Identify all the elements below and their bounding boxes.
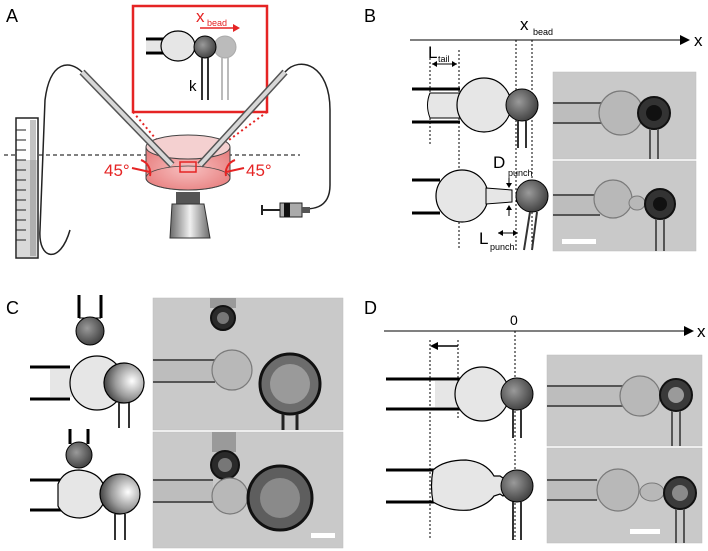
b-top-schematic bbox=[412, 77, 539, 148]
b-bottom-schematic bbox=[412, 169, 549, 251]
panel-b-label: B bbox=[364, 6, 376, 26]
inset-cell bbox=[160, 30, 196, 62]
b-scale-bar bbox=[562, 239, 596, 244]
b-lpunch-label: L bbox=[479, 229, 488, 248]
c-micrograph-top bbox=[152, 297, 344, 431]
panel-c-label: C bbox=[6, 298, 19, 318]
d-top-schematic bbox=[386, 366, 534, 438]
right-tubing bbox=[284, 63, 331, 210]
b-ltail-sub: tail bbox=[438, 54, 450, 64]
inset-k-label: k bbox=[189, 78, 197, 95]
syringe bbox=[261, 202, 310, 218]
panel-c: C bbox=[6, 295, 344, 549]
b-micrograph-bottom bbox=[552, 160, 697, 252]
inset-x-label: x bbox=[196, 7, 205, 26]
angle-right-label: 45° bbox=[246, 161, 272, 180]
b-dpunch-sub: punch bbox=[508, 168, 533, 178]
b-dpunch-label: D bbox=[493, 153, 505, 172]
left-tubing bbox=[39, 64, 83, 256]
b-lpunch-sub: punch bbox=[490, 242, 515, 252]
b-xbead-sub: bead bbox=[533, 27, 553, 37]
d-x-axis-label: x bbox=[697, 322, 706, 341]
right-pipette bbox=[197, 69, 288, 168]
d-micrograph-bottom bbox=[546, 447, 703, 544]
b-xbead-label: x bbox=[520, 15, 529, 34]
panel-d-label: D bbox=[364, 298, 377, 318]
b-x-axis-label: x bbox=[694, 31, 703, 50]
d-zero-label: 0 bbox=[510, 312, 518, 328]
angle-left-label: 45° bbox=[104, 161, 130, 180]
left-pipette bbox=[79, 69, 175, 168]
panel-a-label: A bbox=[6, 6, 18, 26]
d-micrograph-top bbox=[546, 354, 703, 447]
c-scale-bar bbox=[311, 533, 335, 538]
panel-d: D x 0 bbox=[364, 298, 706, 544]
b-ltail-label: L bbox=[428, 43, 437, 62]
inset-bead-ghost bbox=[213, 35, 237, 59]
b-micrograph-top bbox=[552, 71, 697, 160]
objective-lens bbox=[169, 192, 211, 239]
c-micrograph-bottom bbox=[152, 431, 344, 549]
c-bottom-schematic bbox=[30, 429, 141, 540]
d-scale-bar bbox=[630, 529, 660, 534]
d-bottom-schematic bbox=[386, 459, 534, 540]
c-top-schematic bbox=[30, 295, 145, 428]
panel-b: B x x bead L tail bbox=[364, 6, 703, 252]
inset-bead bbox=[193, 35, 217, 59]
inset-x-sub: bead bbox=[207, 18, 227, 28]
water-reservoir bbox=[15, 117, 39, 259]
panel-a: A x bead k bbox=[4, 4, 331, 259]
inset-box bbox=[131, 4, 269, 114]
